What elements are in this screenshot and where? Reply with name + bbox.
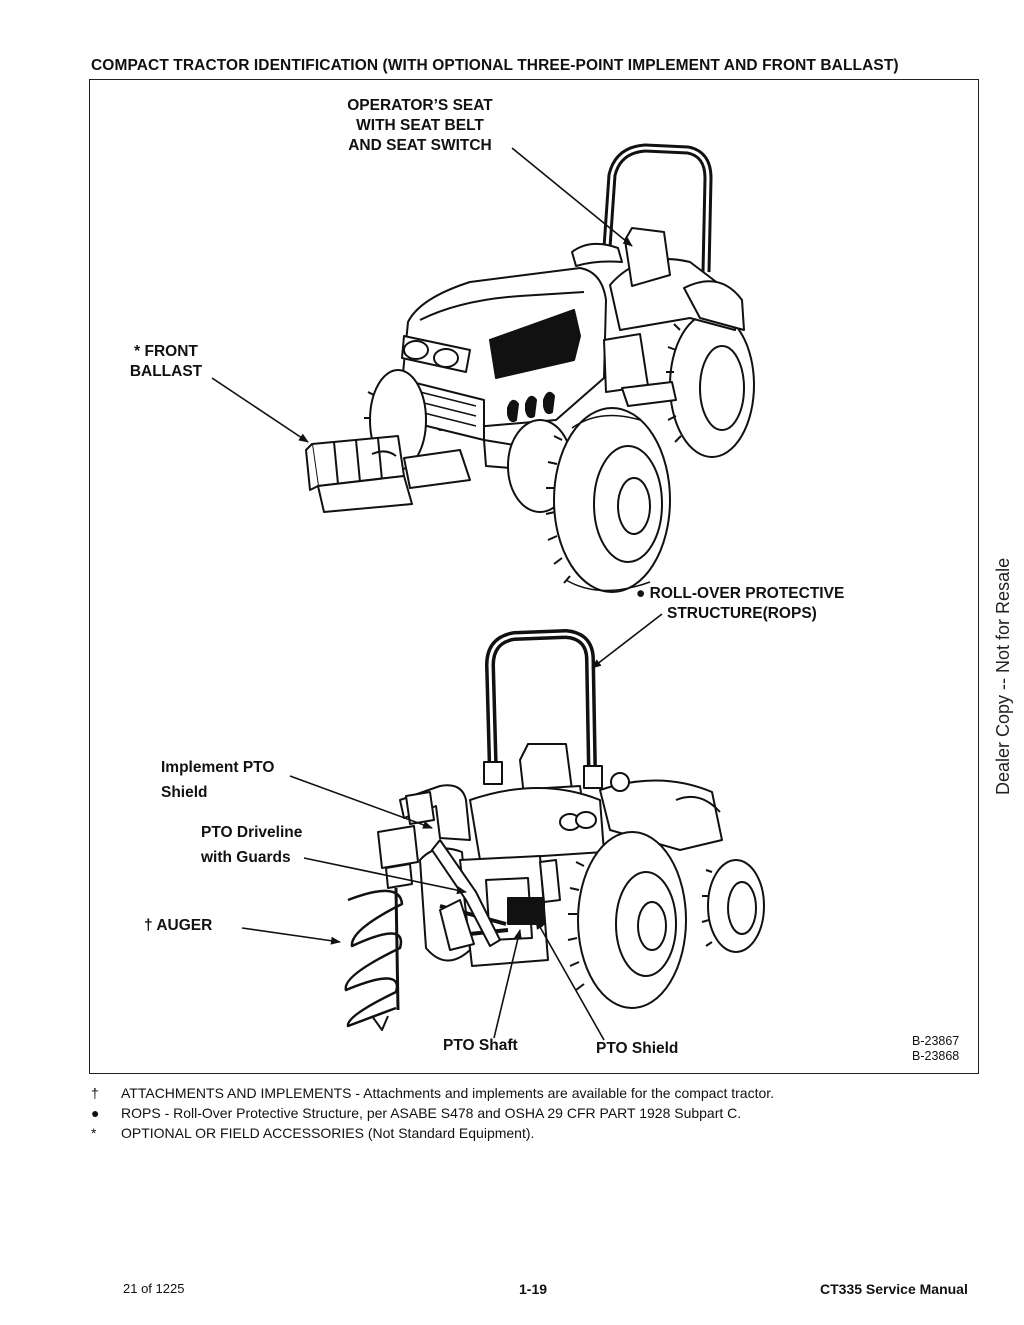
label-front-ballast: * FRONT BALLAST (129, 343, 203, 380)
arrow-rops (591, 613, 663, 669)
tractor-rear-view (344, 629, 765, 1031)
note-rops: ● ROPS - Roll-Over Protective Structure,… (91, 1105, 742, 1121)
figure-frame (89, 79, 979, 1074)
label-auger: † AUGER (144, 917, 213, 934)
leader-arrows (211, 147, 663, 1041)
note-attachments: † ATTACHMENTS AND IMPLEMENTS - Attachmen… (91, 1085, 775, 1101)
figure-codes: B-23867 B-23868 (912, 1034, 960, 1063)
arrow-pto-driveline (303, 857, 467, 895)
label-rops: ● ROLL-OVER PROTECTIVE STRUCTURE(ROPS) (636, 585, 845, 622)
arrow-pto-shaft (493, 929, 522, 1039)
notes-legend: † ATTACHMENTS AND IMPLEMENTS - Attachmen… (90, 1083, 774, 1143)
footer-manual-title: CT335 Service Manual (820, 1281, 968, 1297)
label-pto-shield: PTO Shield (596, 1040, 679, 1057)
label-pto-shaft: PTO Shaft (443, 1037, 518, 1054)
dagger-symbol: † (91, 1085, 99, 1101)
footer-page-count: 21 of 1225 (123, 1281, 185, 1296)
page-title: COMPACT TRACTOR IDENTIFICATION (WITH OPT… (91, 57, 899, 74)
label-implement-pto-shield: Implement PTO Shield (161, 759, 275, 801)
bullet-symbol: ● (91, 1105, 100, 1121)
asterisk-symbol: * (91, 1125, 97, 1141)
dealer-copy-watermark: Dealer Copy -- Not for Resale (993, 557, 1013, 795)
note-optional: * OPTIONAL OR FIELD ACCESSORIES (Not Sta… (91, 1125, 535, 1141)
arrow-front-ballast (211, 377, 309, 443)
arrow-implement-pto-shield (289, 775, 433, 829)
tractor-front-view: CT335 (305, 143, 755, 593)
arrow-auger (241, 927, 341, 945)
label-pto-driveline: PTO Driveline with Guards (201, 824, 303, 866)
label-operators-seat: OPERATOR’S SEAT WITH SEAT BELT AND SEAT … (347, 97, 493, 154)
footer-page-number: 1-19 (519, 1281, 548, 1297)
arrow-operators-seat (511, 147, 633, 247)
arrow-pto-shield (535, 919, 605, 1041)
